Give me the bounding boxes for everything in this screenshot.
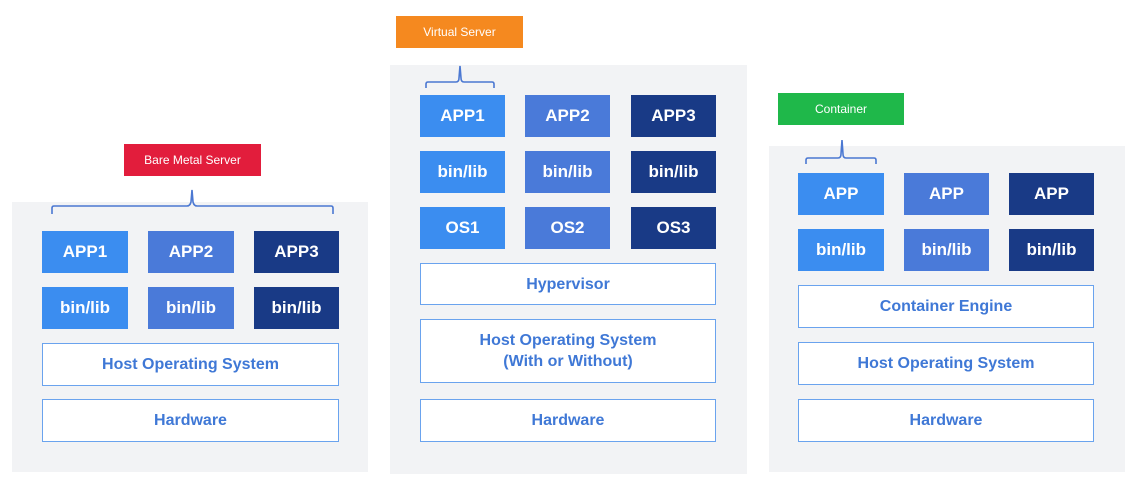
bare-metal-hardware: Hardware (42, 399, 339, 442)
virtual-os2: OS2 (525, 207, 610, 249)
bare-metal-server-tag: Bare Metal Server (124, 144, 261, 176)
container-binlib-3: bin/lib (1009, 229, 1094, 271)
container-tag: Container (778, 93, 904, 125)
virtual-binlib-1: bin/lib (420, 151, 505, 193)
bare-metal-binlib-1: bin/lib (42, 287, 128, 329)
virtual-hypervisor: Hypervisor (420, 263, 716, 305)
virtual-host-os: Host Operating System (With or Without) (420, 319, 716, 383)
container-hardware: Hardware (798, 399, 1094, 442)
virtual-app2: APP2 (525, 95, 610, 137)
container-app-2: APP (904, 173, 989, 215)
container-binlib-2: bin/lib (904, 229, 989, 271)
container-app-1: APP (798, 173, 884, 215)
virtual-os3: OS3 (631, 207, 716, 249)
virtual-app1: APP1 (420, 95, 505, 137)
bare-metal-host-os: Host Operating System (42, 343, 339, 386)
virtual-host-os-line2: (With or Without) (503, 353, 633, 370)
bare-metal-binlib-2: bin/lib (148, 287, 234, 329)
virtual-app3: APP3 (631, 95, 716, 137)
bare-metal-app1: APP1 (42, 231, 128, 273)
bare-metal-app2: APP2 (148, 231, 234, 273)
virtual-os1: OS1 (420, 207, 505, 249)
virtual-hardware: Hardware (420, 399, 716, 442)
virtual-binlib-3: bin/lib (631, 151, 716, 193)
container-engine: Container Engine (798, 285, 1094, 328)
container-binlib-1: bin/lib (798, 229, 884, 271)
virtual-binlib-2: bin/lib (525, 151, 610, 193)
virtual-server-tag: Virtual Server (396, 16, 523, 48)
bare-metal-app3: APP3 (254, 231, 339, 273)
container-host-os: Host Operating System (798, 342, 1094, 385)
virtual-host-os-line1: Host Operating System (479, 332, 657, 349)
bare-metal-binlib-3: bin/lib (254, 287, 339, 329)
container-app-3: APP (1009, 173, 1094, 215)
